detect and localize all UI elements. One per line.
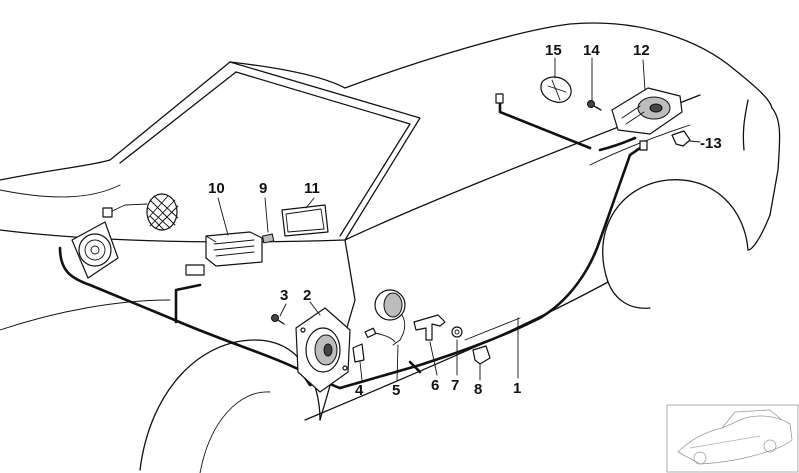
harness-connector-quarter [639, 140, 648, 151]
clip-part-4 [352, 343, 365, 363]
speaker-part-2 [295, 307, 351, 393]
connector-part-9 [261, 233, 275, 244]
clip-part-8 [472, 345, 491, 365]
callout-numbers: 1 2 3 4 5 6 7 8 9 10 11 12 -13 14 15 [208, 42, 722, 399]
nut-part-7 [451, 326, 463, 338]
vehicle-thumbnail [666, 404, 799, 473]
wiring-harness [58, 98, 642, 390]
callout-5: 5 [392, 382, 400, 399]
harness-connector-rear [495, 93, 504, 104]
callout-11: 11 [304, 180, 320, 197]
callout-3: 3 [280, 287, 288, 304]
screw-part-14 [587, 100, 602, 111]
rear-speaker-part-12 [611, 87, 683, 135]
callout-8: 8 [474, 381, 482, 398]
radio-housing-part-10 [185, 231, 263, 276]
callout-14: 14 [583, 42, 600, 59]
callout-1: 1 [513, 380, 521, 397]
bracket-part-6 [413, 314, 446, 341]
clip-part-13 [671, 130, 691, 147]
panel-part-11 [281, 204, 329, 237]
callout-12: 12 [633, 42, 650, 59]
callout-7: 7 [451, 377, 459, 394]
cover-part-15 [540, 76, 572, 103]
car-body-outline [0, 22, 781, 473]
front-speaker-unit [71, 221, 119, 279]
callout-10: 10 [208, 180, 225, 197]
callout-13: -13 [700, 135, 722, 152]
screw-part-3 [271, 314, 285, 325]
callout-15: 15 [545, 42, 562, 59]
tweeter-part-5 [364, 289, 406, 346]
callout-leaders [217, 57, 701, 381]
callout-2: 2 [303, 287, 311, 304]
callout-4: 4 [355, 382, 364, 399]
callout-9: 9 [259, 180, 267, 197]
callout-6: 6 [431, 377, 439, 394]
tweeter-grille [102, 193, 179, 231]
